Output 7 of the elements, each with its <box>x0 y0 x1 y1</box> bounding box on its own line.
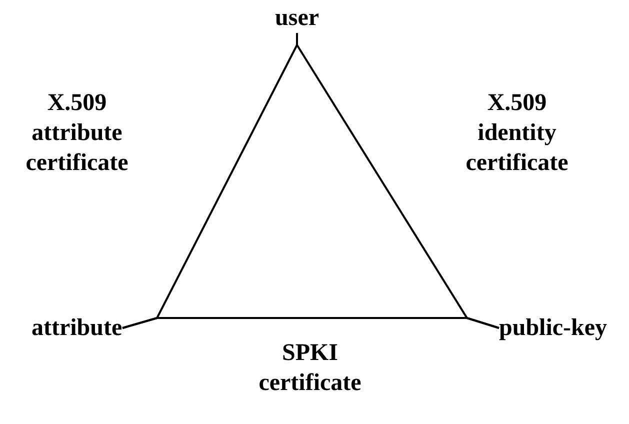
edge-label: SPKI certificate <box>258 339 362 398</box>
edge-label: X.509 identity certificate <box>464 89 570 178</box>
node-label: public-key <box>499 313 608 343</box>
node-label: attribute <box>32 313 122 343</box>
node-label: user <box>275 3 319 33</box>
edge-label: X.509 attribute certificate <box>24 89 130 178</box>
connector-line <box>122 317 500 329</box>
